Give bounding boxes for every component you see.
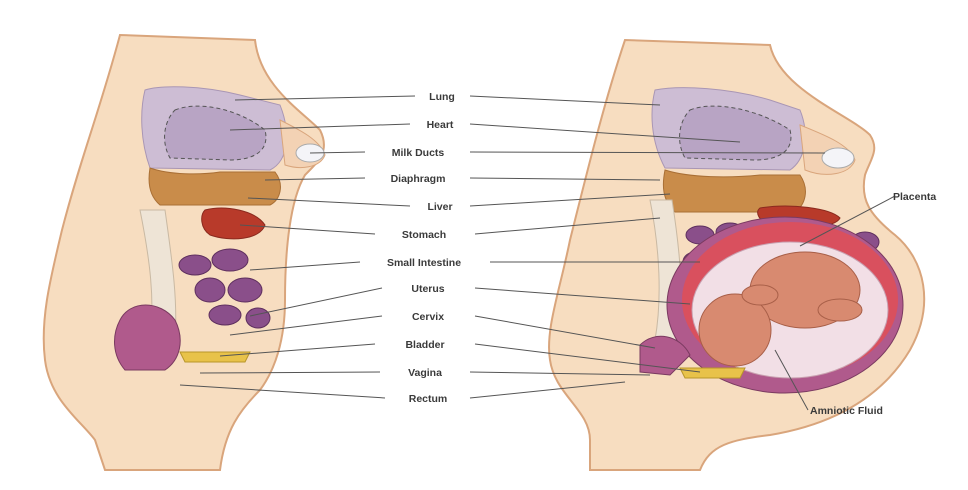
left-bladder <box>180 352 250 362</box>
label-milk-ducts: Milk Ducts <box>392 147 445 159</box>
label-cervix: Cervix <box>412 311 444 323</box>
non-pregnant-body-figure <box>44 35 325 470</box>
label-liver: Liver <box>427 201 452 213</box>
label-lung: Lung <box>429 91 455 103</box>
left-uterus <box>115 305 181 370</box>
right-milk-ducts <box>822 148 854 168</box>
label-diaphragm: Diaphragm <box>391 173 446 185</box>
label-stomach: Stomach <box>402 229 446 241</box>
label-placenta: Placenta <box>893 191 936 203</box>
label-bladder: Bladder <box>405 339 444 351</box>
fetus-arm <box>742 285 778 305</box>
label-small-intestine: Small Intestine <box>387 257 461 269</box>
label-vagina: Vagina <box>408 367 442 379</box>
left-diaphragm <box>149 168 280 205</box>
label-heart: Heart <box>427 119 454 131</box>
label-rectum: Rectum <box>409 393 448 405</box>
fetus-leg <box>818 299 862 321</box>
label-amniotic-fluid: Amniotic Fluid <box>810 405 883 417</box>
right-bladder <box>680 368 745 378</box>
label-uterus: Uterus <box>411 283 444 295</box>
